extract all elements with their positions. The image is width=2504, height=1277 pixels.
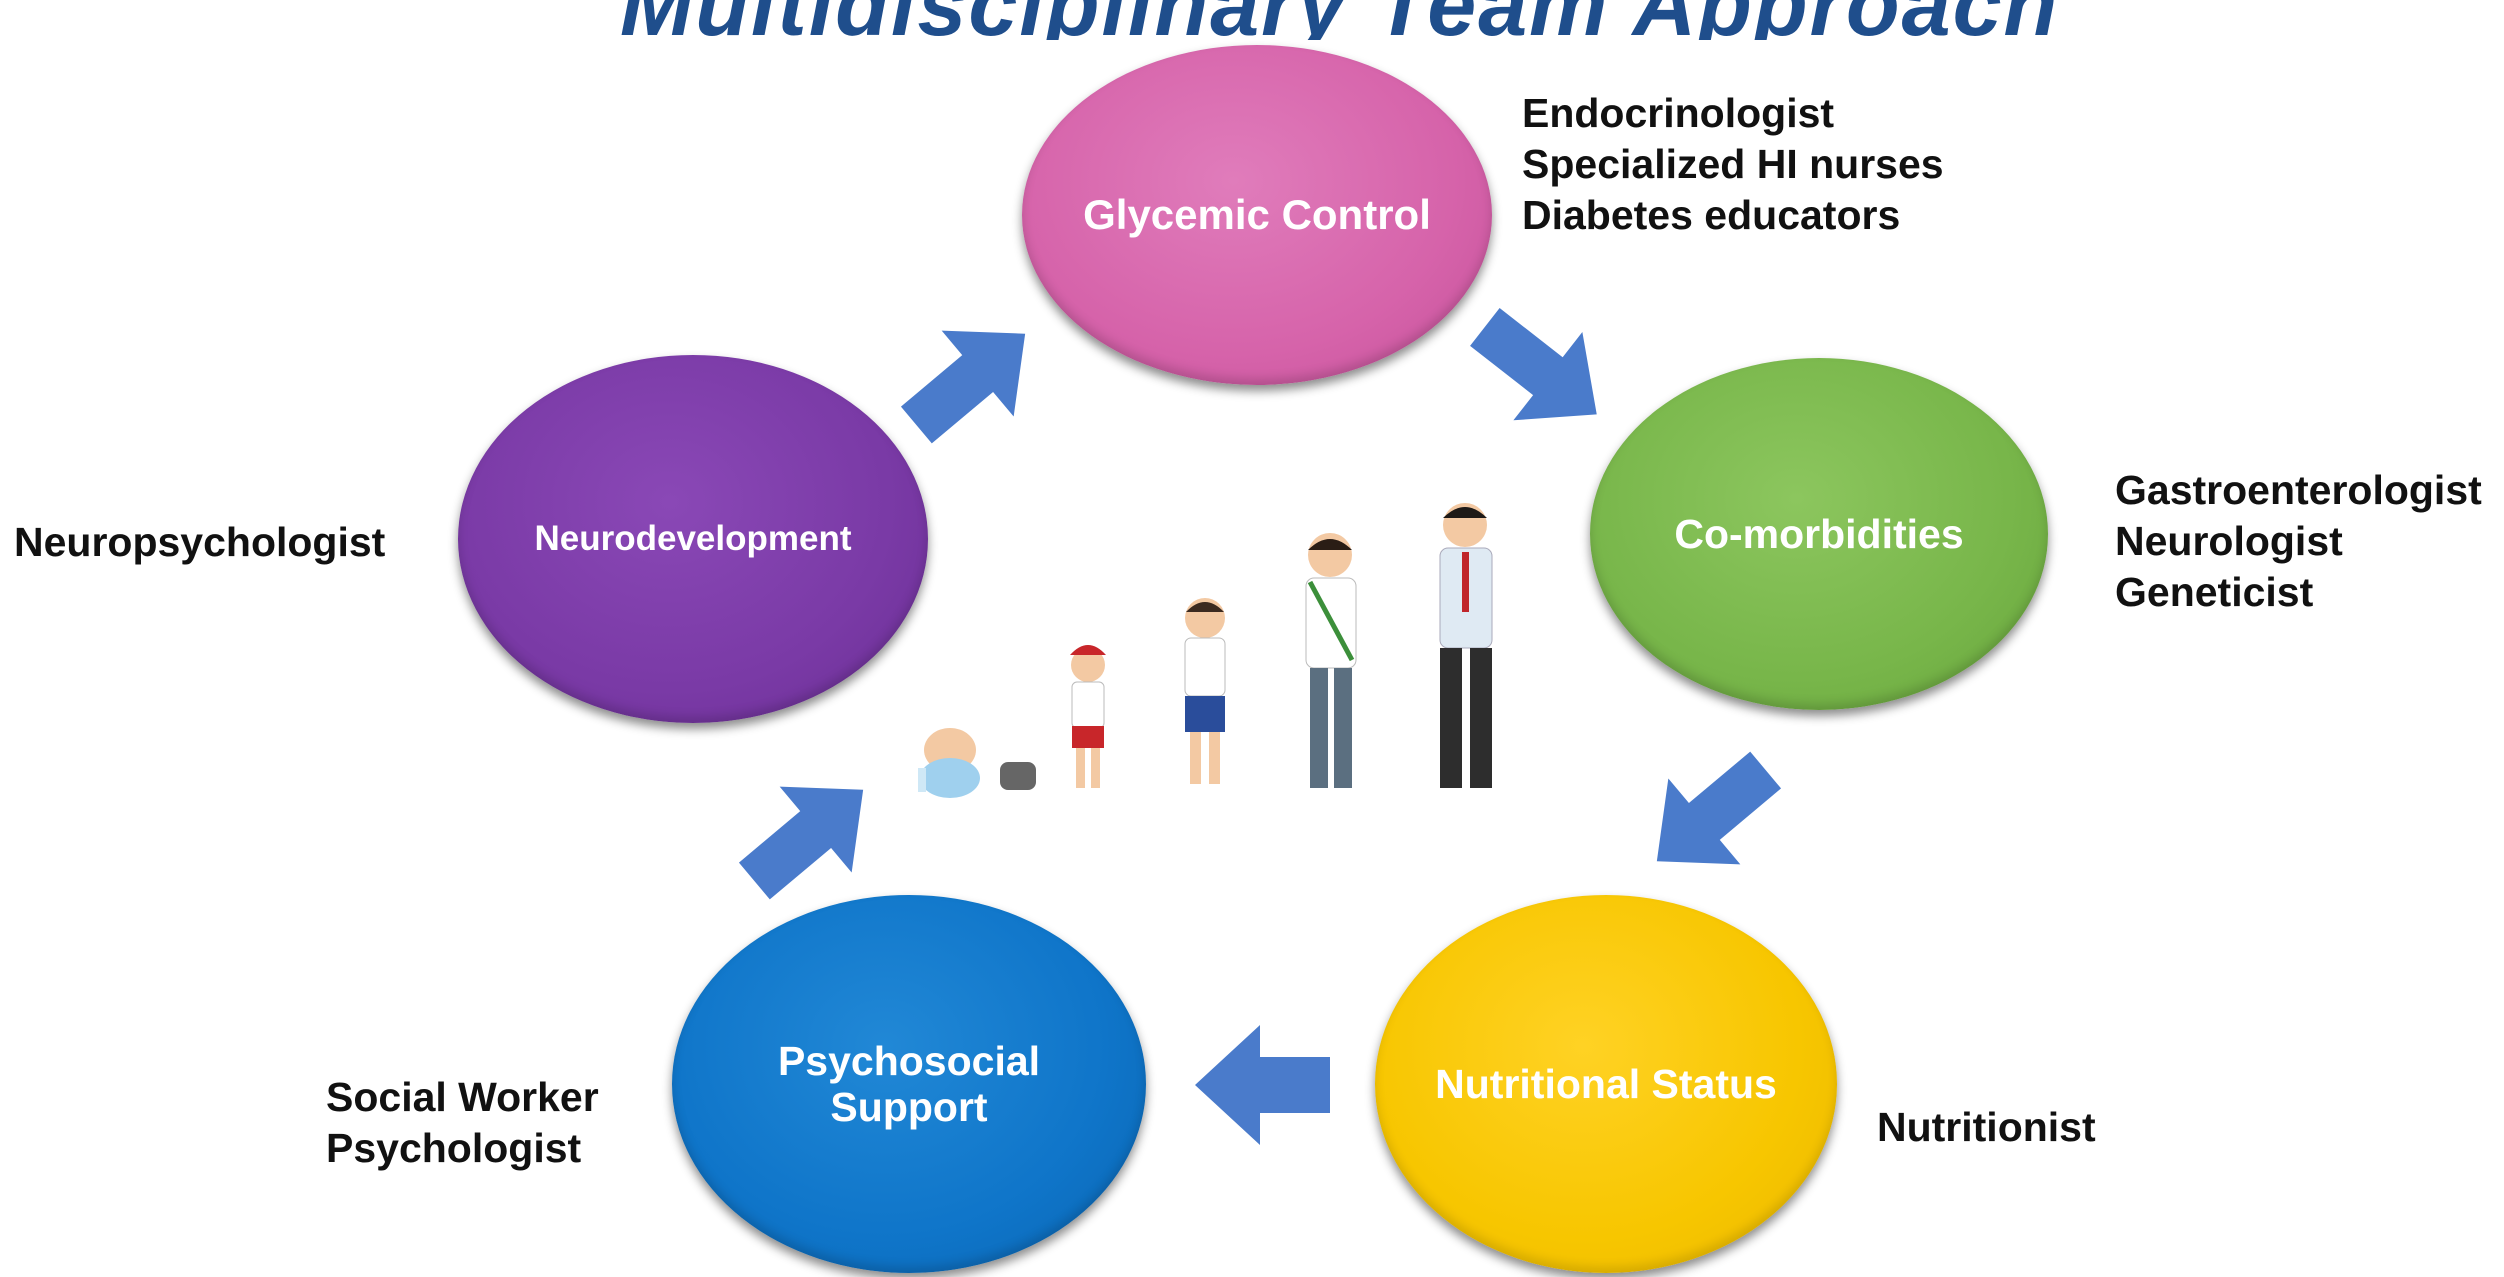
psychosocial-support-label: Psychosocial Support xyxy=(777,1038,1041,1130)
teen-figure xyxy=(1305,533,1357,788)
nutritional-team-list: Nutritionist xyxy=(1877,1102,2096,1153)
comorbidities-team-list: Gastroenterologist Neurologist Geneticis… xyxy=(2115,465,2482,618)
nutritional-status-label: Nutritional Status xyxy=(1435,1061,1777,1107)
right-down-arrow-icon xyxy=(1470,307,1597,421)
adult-figure xyxy=(1439,503,1493,788)
co-morbidities-label: Co-morbidities xyxy=(1674,510,1964,557)
neurodevelopment-circle: Neurodevelopment xyxy=(458,355,928,723)
left-arrow-icon xyxy=(1195,1025,1330,1145)
team-member: Specialized HI nurses xyxy=(1522,141,1944,187)
team-member: Nutritionist xyxy=(1877,1104,2096,1150)
small-child-figure xyxy=(1070,645,1106,788)
nutritional-status-circle: Nutritional Status xyxy=(1375,895,1837,1273)
team-member: Gastroenterologist xyxy=(2115,467,2482,513)
right-up-arrow-icon xyxy=(900,330,1026,444)
neurodevelopment-team-list: Neuropsychologist xyxy=(14,517,385,568)
neurodevelopment-label: Neurodevelopment xyxy=(534,519,852,558)
glycemic-control-label: Glycemic Control xyxy=(1083,191,1431,238)
team-member: Endocrinologist xyxy=(1522,90,1835,136)
glycemic-team-list: Endocrinologist Specialized HI nurses Di… xyxy=(1522,88,1944,241)
co-morbidities-circle: Co-morbidities xyxy=(1590,358,2048,710)
team-member: Diabetes educators xyxy=(1522,192,1901,238)
psychosocial-team-list: Social Worker Psychologist xyxy=(326,1072,599,1174)
psychosocial-support-circle: Psychosocial Support xyxy=(672,895,1146,1273)
team-member: Neurologist xyxy=(2115,518,2343,564)
school-child-figure xyxy=(1184,598,1226,784)
glycemic-control-circle: Glycemic Control xyxy=(1022,45,1492,385)
team-member: Psychologist xyxy=(326,1125,582,1171)
team-member: Geneticist xyxy=(2115,569,2314,615)
down-left-arrow-icon xyxy=(1656,751,1782,865)
up-right-arrow-icon xyxy=(738,786,864,900)
team-member: Social Worker xyxy=(326,1074,599,1120)
baby-figure xyxy=(918,728,1036,798)
partial-title: Multidisciplinary Team Approach xyxy=(620,0,2059,40)
growth-stages-figures xyxy=(918,503,1493,798)
title-strip: Multidisciplinary Team Approach xyxy=(0,0,2504,40)
team-member: Neuropsychologist xyxy=(14,519,386,565)
